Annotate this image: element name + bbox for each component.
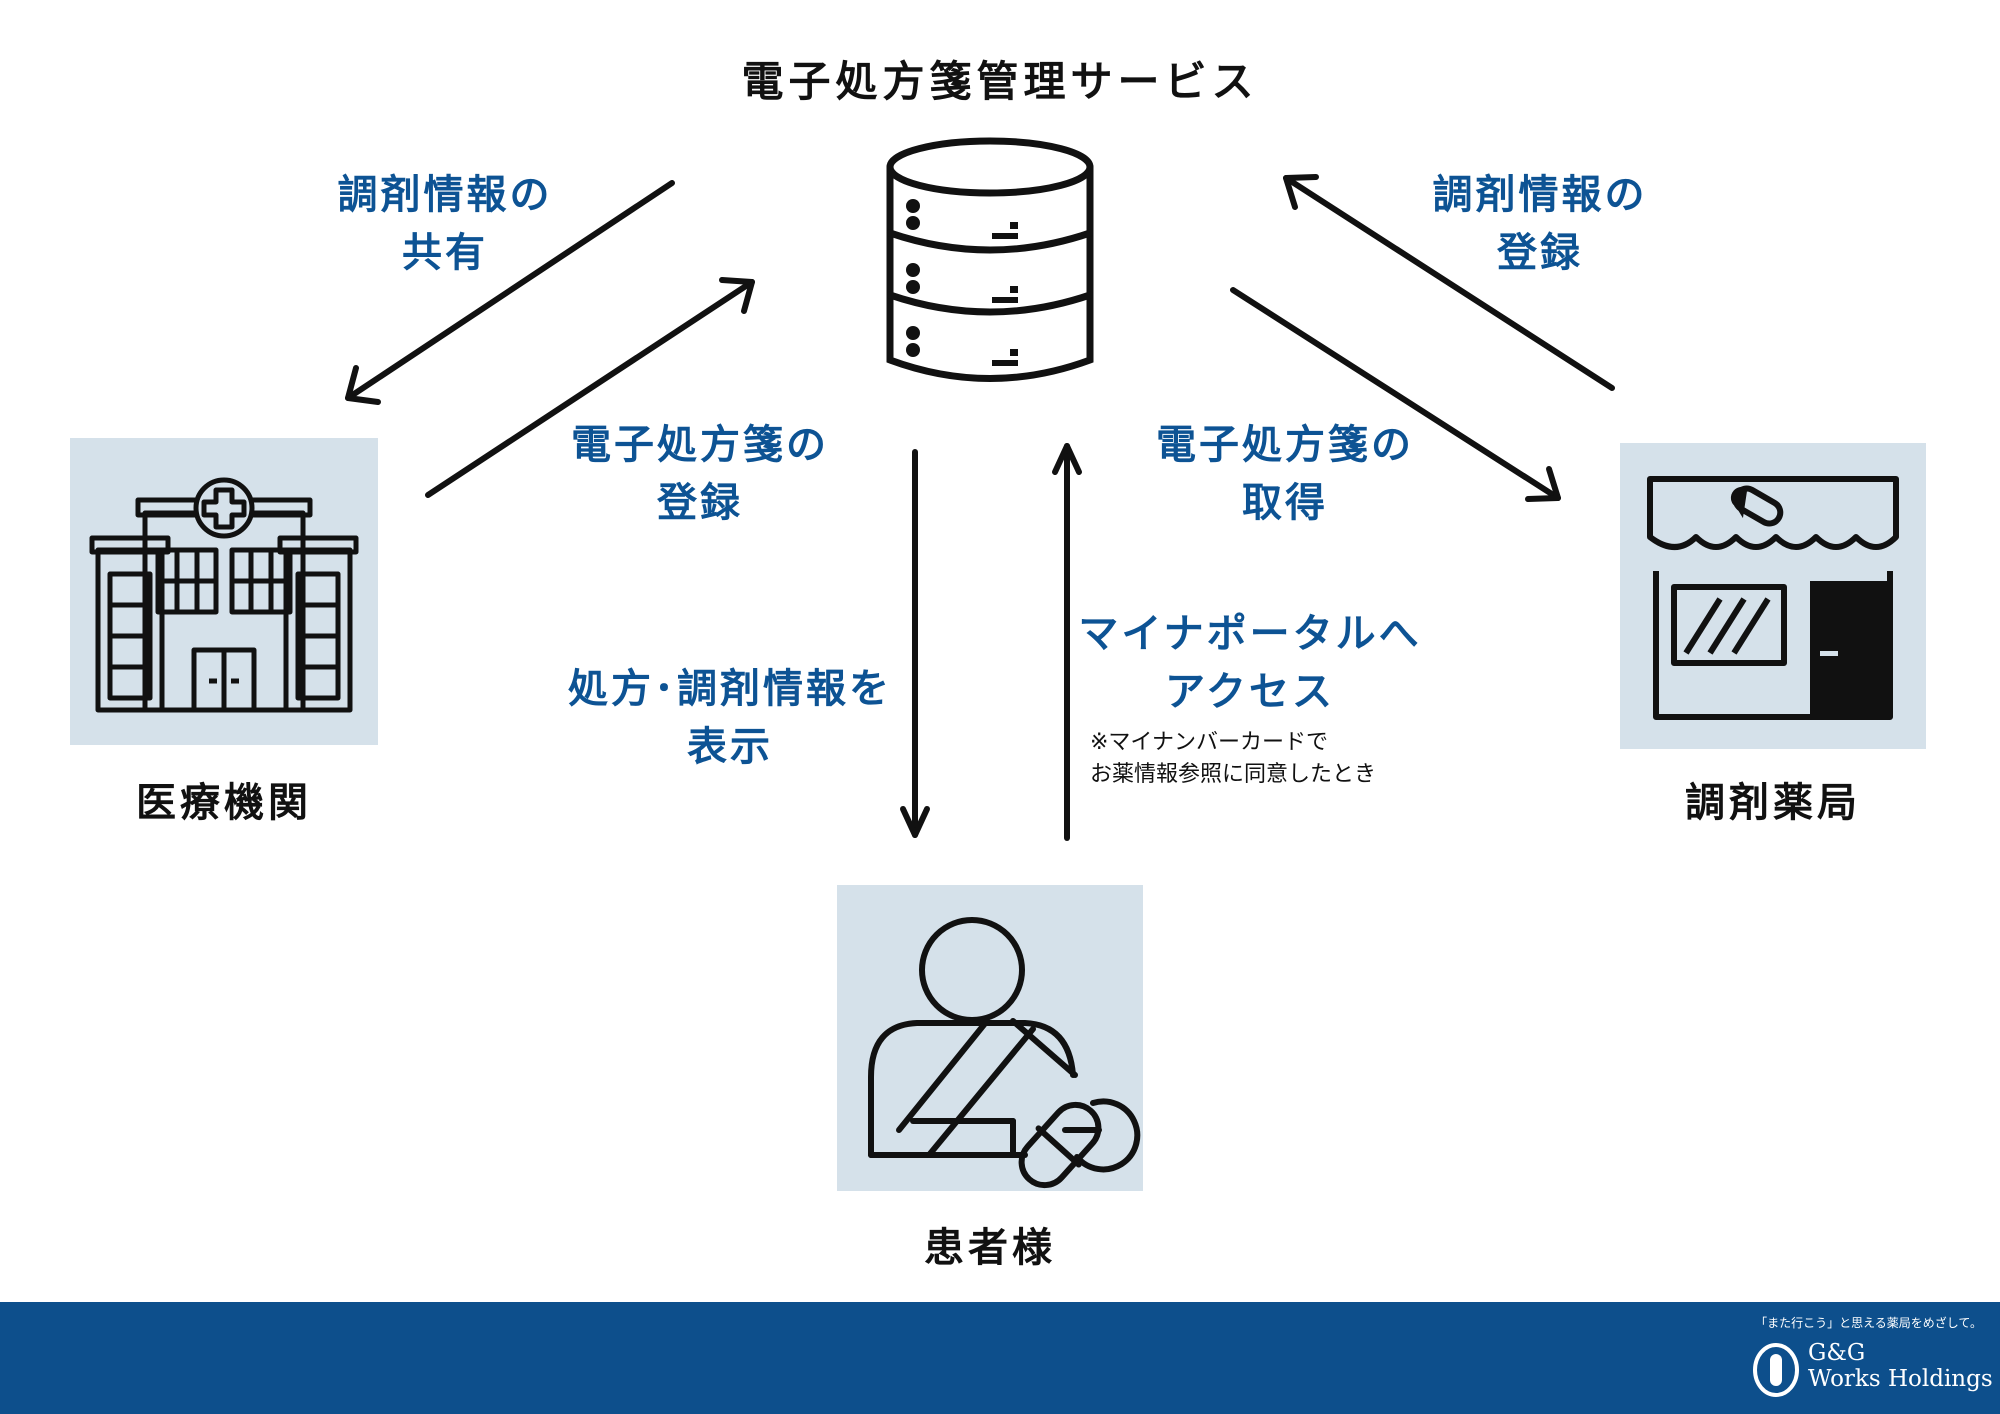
diagram-title: 電子処方箋管理サービス [741,57,1259,106]
hospital-label: 医療機関 [136,780,312,826]
footer-bar: 「また行こう」と思える薬局をめざして。 G&G Works Holdings [0,1302,2000,1414]
access-condition-note: ※マイナンバーカードで お薬情報参照に同意したとき [1090,730,1377,787]
patient-icon [868,917,1141,1189]
label-mynaportal-access: マイナポータルへ アクセス [1078,611,1422,715]
pharmacy-icon [1647,476,1899,720]
hospital-icon [89,477,359,713]
label-register-prescription: 電子処方箋の 登録 [571,422,829,526]
database-icon [886,137,1094,382]
label-display-info: 処方･調剤情報を 表示 [568,666,892,770]
label-acquire-prescription: 電子処方箋の 取得 [1156,422,1414,526]
footer-slogan: 「また行こう」と思える薬局をめざして。 [1755,1316,1982,1330]
arrow-register-from-hospital [425,279,755,498]
pharmacy-icon-box [1620,443,1926,749]
arrow-register-from-pharmacy [1283,175,1615,391]
label-register-dispensing: 調剤情報の 登録 [1432,172,1648,276]
arrow-acquire-to-pharmacy [1230,287,1561,501]
hospital-icon-box [70,438,378,745]
label-share-info: 調剤情報の 共有 [337,172,553,276]
company-logo-text: G&G Works Holdings [1808,1340,1993,1392]
logo-mark-icon [1753,1343,1799,1397]
arrow-share-to-hospital [345,180,675,401]
patient-label: 患者様 [924,1225,1056,1271]
patient-icon-box [837,885,1143,1191]
pharmacy-label: 調剤薬局 [1685,780,1861,826]
